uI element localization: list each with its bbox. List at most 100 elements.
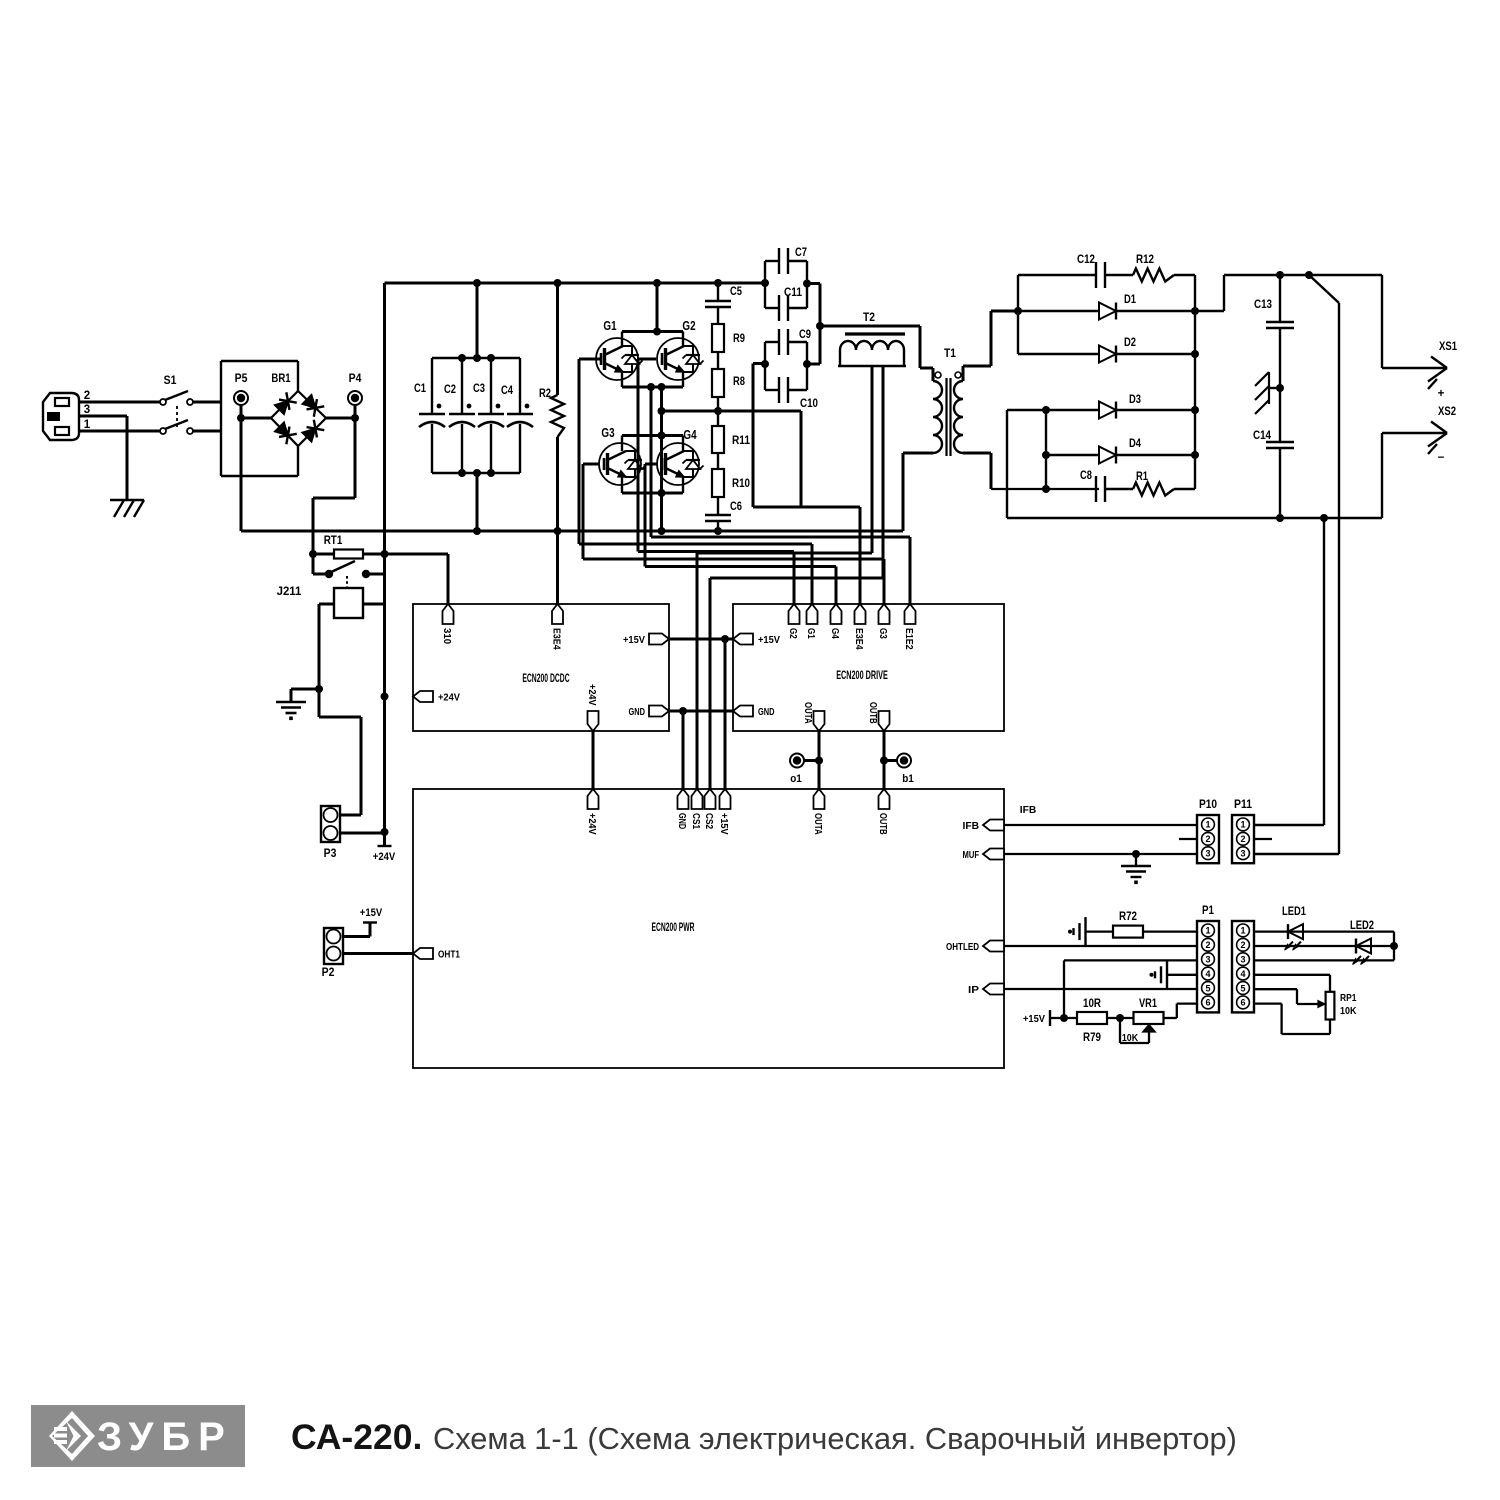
svg-text:G1: G1 <box>603 319 616 333</box>
svg-text:P3: P3 <box>324 846 337 860</box>
svg-text:C9: C9 <box>799 329 811 341</box>
svg-text:P10: P10 <box>1199 799 1217 811</box>
svg-text:D3: D3 <box>1129 394 1141 406</box>
svg-text:R8: R8 <box>733 376 745 388</box>
svg-text:1: 1 <box>1205 820 1210 830</box>
svg-text:ECN200 PWR: ECN200 PWR <box>652 920 695 934</box>
svg-text:2: 2 <box>1205 940 1210 950</box>
svg-text:GND: GND <box>758 706 775 718</box>
svg-text:G4: G4 <box>683 428 696 442</box>
svg-text:GND: GND <box>629 706 646 718</box>
svg-text:XS2: XS2 <box>1438 406 1456 418</box>
svg-text:5: 5 <box>1205 983 1210 993</box>
svg-text:C4: C4 <box>501 385 513 397</box>
svg-text:CS1: CS1 <box>690 813 702 829</box>
svg-text:2: 2 <box>1240 834 1245 844</box>
svg-text:C14: C14 <box>1253 430 1272 442</box>
svg-text:E1E2: E1E2 <box>903 628 915 650</box>
svg-text:IFB: IFB <box>1020 804 1037 816</box>
svg-text:C8: C8 <box>1080 470 1092 482</box>
svg-text:J211: J211 <box>277 584 302 598</box>
svg-text:G2: G2 <box>787 628 799 639</box>
svg-text:+24V: +24V <box>438 692 460 704</box>
svg-text:R72: R72 <box>1119 911 1137 923</box>
svg-text:b1: b1 <box>902 773 914 785</box>
svg-text:10K: 10K <box>1340 1005 1357 1017</box>
svg-text:2: 2 <box>1240 940 1245 950</box>
svg-text:OHTLED: OHTLED <box>946 941 979 953</box>
svg-text:1: 1 <box>84 419 91 431</box>
svg-text:+24V: +24V <box>586 813 598 835</box>
svg-text:P11: P11 <box>1234 799 1253 811</box>
svg-text:BR1: BR1 <box>271 371 290 385</box>
svg-text:6: 6 <box>1240 998 1245 1008</box>
svg-text:3: 3 <box>1205 849 1210 859</box>
svg-text:+15V: +15V <box>1023 1013 1045 1025</box>
svg-text:C1: C1 <box>414 383 426 395</box>
svg-text:+15V: +15V <box>758 634 780 646</box>
svg-text:XS1: XS1 <box>1439 341 1457 353</box>
svg-text:D4: D4 <box>1129 438 1141 450</box>
svg-text:o1: o1 <box>790 773 802 785</box>
svg-text:R2: R2 <box>539 388 551 400</box>
svg-text:LED2: LED2 <box>1350 920 1374 932</box>
svg-text:10R: 10R <box>1083 998 1102 1010</box>
svg-text:C11: C11 <box>784 287 803 299</box>
svg-text:5: 5 <box>1240 983 1245 993</box>
svg-text:S1: S1 <box>164 373 177 387</box>
svg-text:R10: R10 <box>732 478 750 490</box>
svg-text:VR1: VR1 <box>1139 998 1157 1010</box>
svg-text:RP1: RP1 <box>1340 992 1357 1004</box>
svg-text:1: 1 <box>1205 926 1210 936</box>
svg-text:P4: P4 <box>349 371 362 385</box>
svg-text:G4: G4 <box>829 628 841 639</box>
svg-text:G2: G2 <box>682 319 695 333</box>
svg-text:D1: D1 <box>1124 294 1136 306</box>
svg-text:C6: C6 <box>730 501 742 513</box>
svg-text:OUTB: OUTB <box>867 702 879 724</box>
svg-text:+24V: +24V <box>373 851 396 863</box>
svg-text:+24V: +24V <box>586 684 598 706</box>
svg-text:E3E4: E3E4 <box>853 628 865 650</box>
svg-text:CS2: CS2 <box>703 813 715 829</box>
svg-text:OUTB: OUTB <box>877 813 889 835</box>
svg-text:OUTA: OUTA <box>812 813 824 835</box>
svg-text:R1: R1 <box>1136 471 1148 483</box>
svg-text:ECN200 DCDC: ECN200 DCDC <box>522 671 569 685</box>
svg-text:C3: C3 <box>473 383 485 395</box>
svg-text:R79: R79 <box>1083 1032 1101 1044</box>
svg-text:3: 3 <box>1240 955 1245 965</box>
svg-text:+15V: +15V <box>718 813 730 835</box>
svg-text:D2: D2 <box>1124 337 1136 349</box>
svg-text:OUTA: OUTA <box>802 702 814 724</box>
svg-text:4: 4 <box>1205 969 1210 979</box>
svg-text:Схема 1-1 (Схема электрическая: Схема 1-1 (Схема электрическая. Сварочны… <box>433 1421 1237 1456</box>
svg-text:P1: P1 <box>1202 905 1215 917</box>
svg-text:P5: P5 <box>235 371 248 385</box>
svg-text:E3E4: E3E4 <box>551 628 563 650</box>
svg-text:G1: G1 <box>805 628 817 639</box>
svg-text:GND: GND <box>676 813 688 829</box>
svg-text:IP: IP <box>968 984 979 996</box>
svg-text:C10: C10 <box>800 398 818 410</box>
svg-text:C7: C7 <box>795 247 807 259</box>
svg-text:ЗУБР: ЗУБР <box>97 1415 233 1459</box>
svg-text:R9: R9 <box>733 333 745 345</box>
svg-text:G3: G3 <box>601 426 614 440</box>
svg-text:C5: C5 <box>730 286 742 298</box>
svg-text:G3: G3 <box>877 628 889 639</box>
svg-text:C13: C13 <box>1254 299 1272 311</box>
svg-text:T2: T2 <box>863 312 875 324</box>
svg-text:2: 2 <box>1205 834 1210 844</box>
svg-text:6: 6 <box>1205 998 1210 1008</box>
svg-text:1: 1 <box>1240 820 1245 830</box>
svg-text:10K: 10K <box>1122 1032 1139 1044</box>
svg-text:4: 4 <box>1240 969 1245 979</box>
svg-text:3: 3 <box>1205 955 1210 965</box>
svg-text:T1: T1 <box>944 348 957 360</box>
svg-text:C12: C12 <box>1077 254 1095 266</box>
svg-text:1: 1 <box>1240 926 1245 936</box>
svg-text:C2: C2 <box>444 384 456 396</box>
svg-text:IFB: IFB <box>963 820 980 832</box>
svg-text:+15V: +15V <box>360 907 383 919</box>
